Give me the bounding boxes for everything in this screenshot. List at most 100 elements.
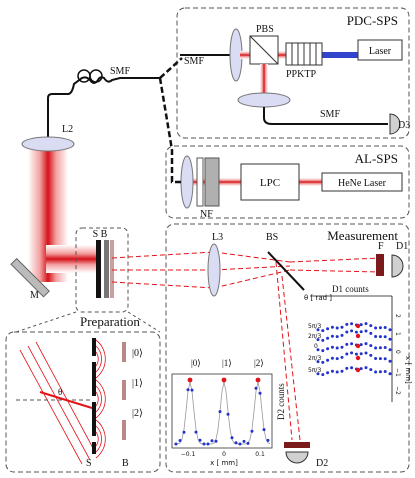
inset-dot <box>226 412 230 416</box>
main-beam-path: L2 M <box>10 124 96 301</box>
inset-dot <box>230 436 234 440</box>
d1-dot <box>345 330 349 334</box>
pdc-panel-border <box>176 7 410 139</box>
hene-laser-box <box>321 172 403 192</box>
pdc-down-beam <box>260 64 268 98</box>
d2-filter <box>284 442 310 448</box>
fiber-loop-1 <box>77 69 91 83</box>
pdc-blue-beam <box>322 52 358 58</box>
d1-dot <box>345 342 349 346</box>
beam-splitter <box>267 251 305 291</box>
d1-dot <box>388 372 392 376</box>
d1-dot <box>330 345 334 349</box>
measurement-title: Measurement <box>327 228 398 243</box>
theta-axis-label: θ [ rad ] <box>304 294 332 302</box>
inset-dot <box>258 391 262 395</box>
zoom-line-left <box>15 311 77 333</box>
d1-dot <box>378 346 382 350</box>
bs-label: BS <box>266 232 278 243</box>
d1-dot <box>383 357 387 361</box>
d1-dot <box>345 366 349 370</box>
d1-dot <box>369 368 373 372</box>
al-panel-border <box>165 145 410 219</box>
d1-dot <box>354 330 358 334</box>
d1-dot <box>335 357 339 361</box>
pdc-laser-box <box>357 39 403 61</box>
d1-dot <box>383 370 387 373</box>
d1-dot <box>388 359 392 363</box>
nf-filter <box>204 157 220 207</box>
f-label: F <box>378 241 384 252</box>
d1-dot <box>326 347 330 351</box>
d1-dot <box>321 373 325 377</box>
d1-counts-label: D1 counts <box>332 284 369 294</box>
inset-dot <box>266 438 270 442</box>
pbs-label: PBS <box>256 24 274 35</box>
al-title: AL-SPS <box>355 151 398 166</box>
d1-detector <box>391 254 404 278</box>
nf-thin <box>196 157 204 207</box>
d1-dot <box>350 366 354 370</box>
inset-state-2: |2⟩ <box>254 358 264 368</box>
pdc-smf-in-label: SMF <box>184 56 204 67</box>
d1-dot <box>364 351 368 355</box>
d1-dot <box>321 360 325 364</box>
ppktp-crystal <box>285 42 323 66</box>
d1-dot <box>359 352 363 356</box>
d1-dot <box>340 333 344 337</box>
d1-marker <box>355 367 361 373</box>
horizontal-beam <box>46 245 96 273</box>
d1-dot <box>369 324 373 328</box>
inset-dot <box>174 442 178 446</box>
inset-dot <box>198 438 202 442</box>
zoom-slit-b-3 <box>122 420 126 440</box>
d1-plot: θ [ rad ] D1 counts 5π/3 2π/3 0 2π/3 5π/… <box>304 284 412 402</box>
link-to-al <box>158 77 182 184</box>
d1-dot <box>388 348 392 352</box>
d1-dot <box>364 342 368 346</box>
d2-label: D2 <box>316 458 328 469</box>
pbs-diagonal <box>249 35 279 65</box>
d1-dot <box>378 357 382 361</box>
smf-fiber <box>47 76 160 140</box>
lpc-box <box>240 163 300 201</box>
d1-dot <box>388 337 392 341</box>
zoom-theta: θ <box>58 387 62 397</box>
zoom-state-2: |2⟩ <box>132 408 143 419</box>
x-axis-vertical-label: x [ mm] <box>404 356 412 384</box>
inset-dot <box>206 442 210 446</box>
d1-dot <box>326 371 330 375</box>
inset-dot <box>194 430 198 434</box>
d1-dot <box>350 329 354 333</box>
d1-dot <box>326 327 330 331</box>
inset-dot <box>186 388 190 392</box>
d1-dot <box>316 348 320 352</box>
d1-dot <box>374 335 378 338</box>
l2-label: L2 <box>62 124 73 135</box>
d1-dot <box>340 325 344 329</box>
inset-state-0: |0⟩ <box>191 358 201 368</box>
hene-laser-label: HeNe Laser <box>338 178 387 189</box>
d1-dot <box>359 367 363 371</box>
d1-dot <box>383 335 387 339</box>
d1-dot <box>340 369 344 373</box>
d1-dot <box>316 372 320 376</box>
d3-detector <box>389 113 401 135</box>
zoom-s-label: S <box>86 458 92 469</box>
pdc-sps-panel: PDC-SPS SMF PBS PPKTP Laser SMF D3 <box>176 7 410 139</box>
al-sps-panel: AL-SPS NF LPC HeNe Laser <box>165 145 410 220</box>
d2-inset-plot: |0⟩ |1⟩ |2⟩ −0.1 0 0.1 x [ mm] D2 counts <box>171 358 286 467</box>
l2-lens <box>21 136 75 152</box>
inset-state-1: |1⟩ <box>222 358 232 368</box>
pdc-title: PDC-SPS <box>347 13 398 28</box>
d1-marker <box>355 343 361 349</box>
d1-dot <box>350 322 354 326</box>
theta-tick-3: 2π/3 <box>308 355 321 362</box>
inset-tick-1: 0 <box>222 451 226 458</box>
inset-dot <box>202 442 206 446</box>
d1-dot <box>383 326 387 329</box>
d1-dot <box>350 342 354 346</box>
d1-dot <box>369 344 373 348</box>
d1-marker <box>355 333 361 339</box>
inset-x-label: x [ mm] <box>210 459 238 467</box>
